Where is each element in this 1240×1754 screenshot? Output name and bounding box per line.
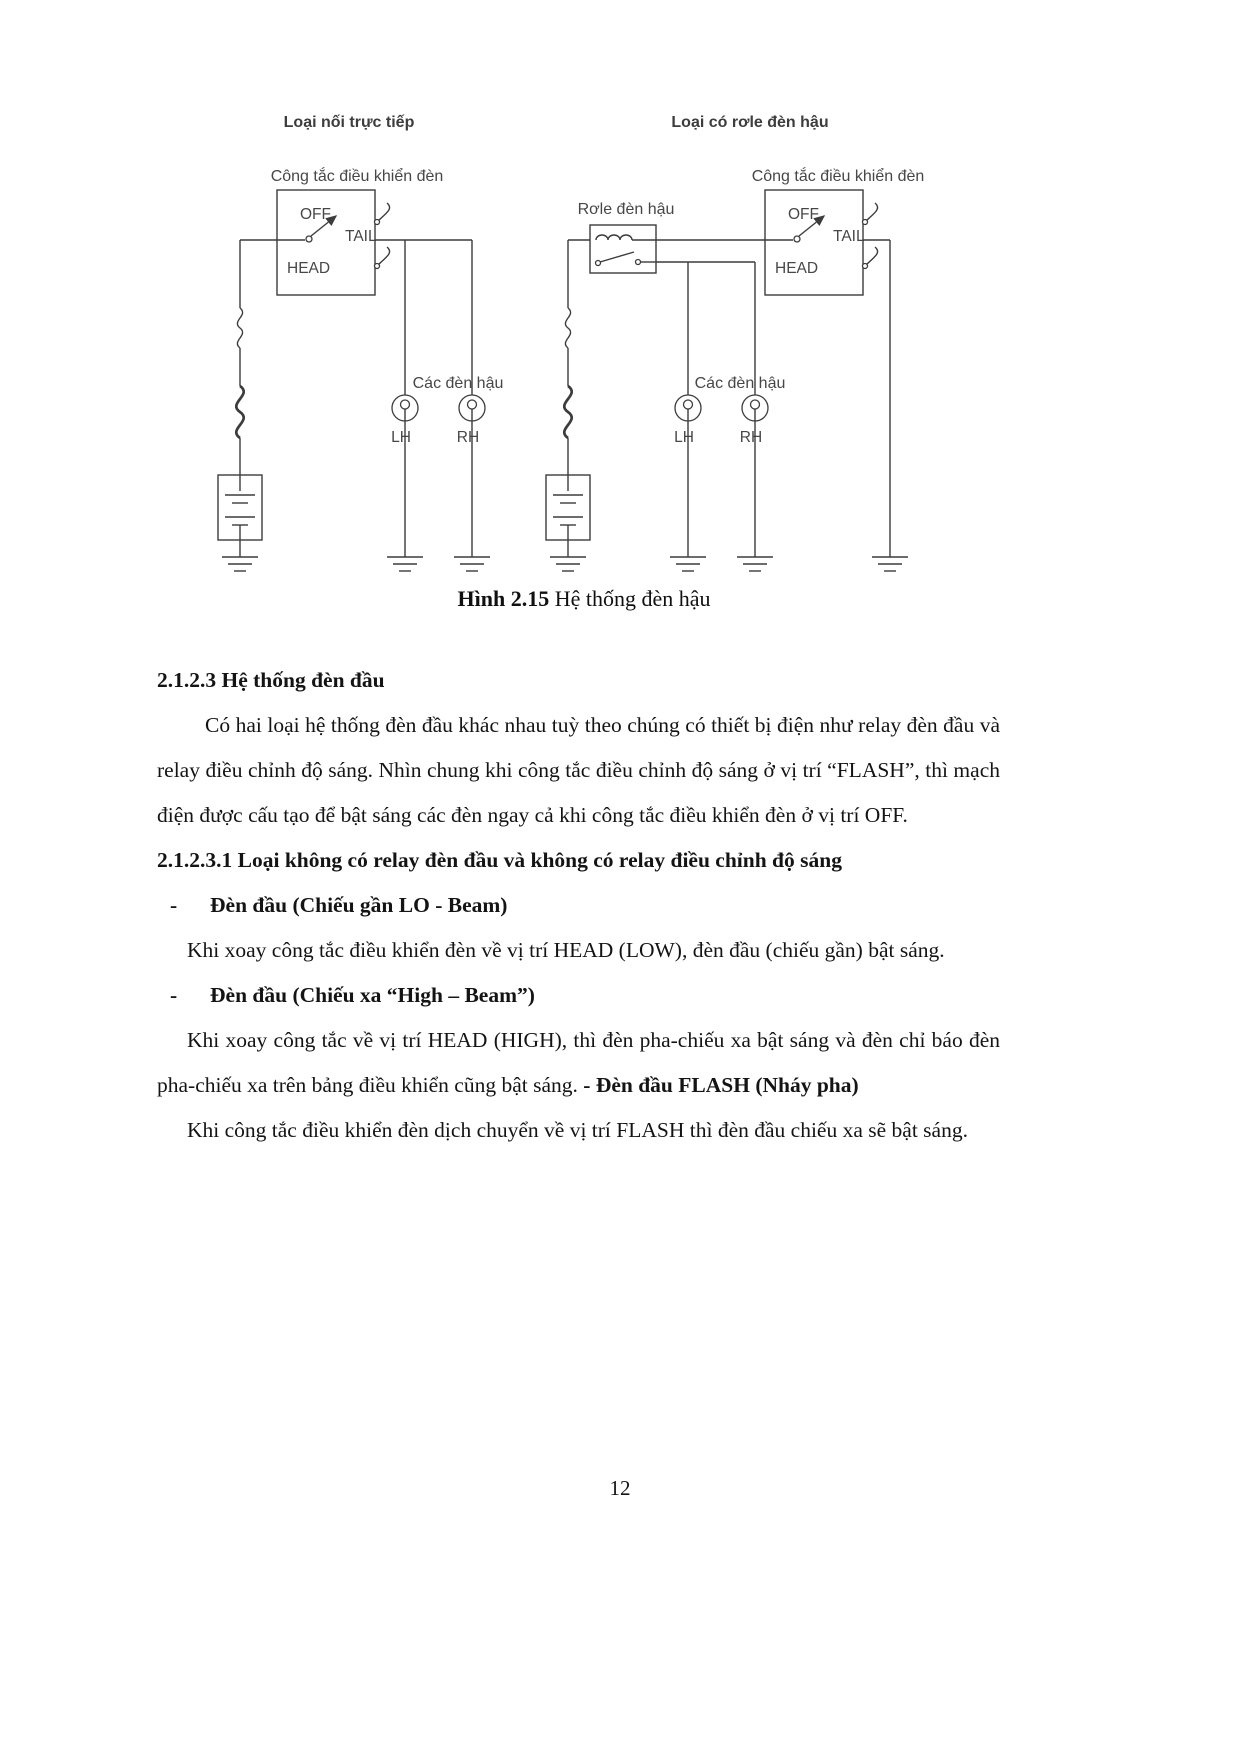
left-battery-ground-icon xyxy=(221,556,259,572)
left-lamp-rh-label: RH xyxy=(457,429,479,446)
left-tail-terminal-icon xyxy=(378,202,391,221)
right-lamp-rh-ground-icon xyxy=(736,556,774,572)
body-text: 2.1.2.3 Hệ thống đèn đầu Có hai loại hệ … xyxy=(157,658,1000,1153)
figure-caption: Hình 2.15 Hệ thống đèn hậu xyxy=(0,584,1240,614)
right-lamp-rh-icon xyxy=(741,394,769,422)
list-item-body: Khi xoay công tắc điều khiển đèn về vị t… xyxy=(187,938,945,962)
right-head-terminal-icon xyxy=(866,246,879,265)
right-battery-ground-icon xyxy=(549,556,587,572)
right-lamp-lh-label: LH xyxy=(674,429,694,446)
right-lamps-label: Các đèn hậu xyxy=(695,375,786,392)
right-relay-box xyxy=(589,224,657,274)
left-lamps-label: Các đèn hậu xyxy=(413,375,504,392)
right-diagram-title: Loại có rơle đèn hậu xyxy=(671,114,828,131)
list-item-body-bold: - Đèn đầu FLASH (Nháy pha) xyxy=(583,1073,859,1097)
right-lamps-branch: Các đèn hậu LH RH xyxy=(656,261,786,572)
figure-diagram: Loại nối trực tiếp Công tắc điều khiển đ… xyxy=(0,0,1240,625)
left-switch-head-label: HEAD xyxy=(287,260,330,277)
tail-light-circuit-svg: Loại nối trực tiếp Công tắc điều khiển đ… xyxy=(217,114,925,572)
right-switch-ground-branch xyxy=(863,239,909,572)
right-relay-label: Rơle đèn hậu xyxy=(578,201,675,218)
figure-caption-text: Hệ thống đèn hậu xyxy=(549,586,711,611)
right-lamp-lh-icon xyxy=(674,394,702,422)
left-switch-label: Công tắc điều khiển đèn xyxy=(271,166,444,185)
list-item-body-text: Khi xoay công tắc về vị trí HEAD (HIGH),… xyxy=(157,1028,1000,1097)
right-switch-ground-icon xyxy=(871,556,909,572)
right-battery-branch xyxy=(545,238,591,572)
left-lamp-lh-ground-icon xyxy=(386,556,424,572)
right-switch-lever xyxy=(798,215,826,237)
list-item-label: Đèn đầu (Chiếu gần LO - Beam) xyxy=(210,893,508,917)
left-lamp-rh-ground-icon xyxy=(453,556,491,572)
left-diagram: Loại nối trực tiếp Công tắc điều khiển đ… xyxy=(217,114,504,572)
relay-coil-icon xyxy=(595,234,633,241)
list-dash: - xyxy=(170,893,178,917)
list-item: - Đèn đầu (Chiếu xa “High – Beam”) xyxy=(170,973,1000,1018)
list-item-body: Khi xoay công tắc về vị trí HEAD (HIGH),… xyxy=(157,1018,1000,1108)
list-dash: - xyxy=(170,983,178,1007)
left-lamp-lh-icon xyxy=(391,394,419,422)
relay-contact-icon xyxy=(599,251,635,263)
left-switch-off-label: OFF xyxy=(300,206,331,223)
right-lamp-rh-label: RH xyxy=(740,429,762,446)
left-battery-branch xyxy=(217,238,277,572)
left-switch-tail-label: TAIL xyxy=(345,228,377,245)
left-fuse-icon xyxy=(234,238,246,477)
intro-paragraph: Có hai loại hệ thống đèn đầu khác nhau t… xyxy=(157,713,1000,827)
left-head-terminal-icon xyxy=(378,246,391,265)
right-switch-box: OFF TAIL HEAD xyxy=(764,189,879,296)
right-tail-terminal-icon xyxy=(866,202,879,221)
left-switch-lever xyxy=(310,215,338,237)
left-lamps-branch: Các đèn hậu LH RH xyxy=(375,239,504,572)
list-item-label: Đèn đầu (Chiếu xa “High – Beam”) xyxy=(210,983,535,1007)
left-switch-box: OFF TAIL HEAD xyxy=(276,189,391,296)
right-fuse-icon xyxy=(562,238,574,477)
right-switch-off-label: OFF xyxy=(788,206,819,223)
right-switch-label: Công tắc điều khiển đèn xyxy=(752,166,925,185)
right-lamp-lh-ground-icon xyxy=(669,556,707,572)
right-diagram: Loại có rơle đèn hậu Công tắc điều khiển… xyxy=(545,114,925,572)
left-lamp-lh-label: LH xyxy=(391,429,411,446)
right-switch-tail-label: TAIL xyxy=(833,228,865,245)
left-lamp-rh-icon xyxy=(458,394,486,422)
list-item: - Đèn đầu (Chiếu gần LO - Beam) xyxy=(170,883,1000,928)
right-switch-head-label: HEAD xyxy=(775,260,818,277)
left-diagram-title: Loại nối trực tiếp xyxy=(284,114,415,131)
left-battery-icon xyxy=(217,474,263,541)
list-item-body: Khi công tắc điều khiển đèn dịch chuyển … xyxy=(187,1118,968,1142)
section-heading: 2.1.2.3 Hệ thống đèn đầu xyxy=(157,668,385,692)
figure-caption-number: Hình 2.15 xyxy=(457,586,550,611)
page-number: 12 xyxy=(609,1476,631,1500)
right-battery-icon xyxy=(545,474,591,541)
subsection-heading: 2.1.2.3.1 Loại không có relay đèn đầu và… xyxy=(157,848,842,872)
